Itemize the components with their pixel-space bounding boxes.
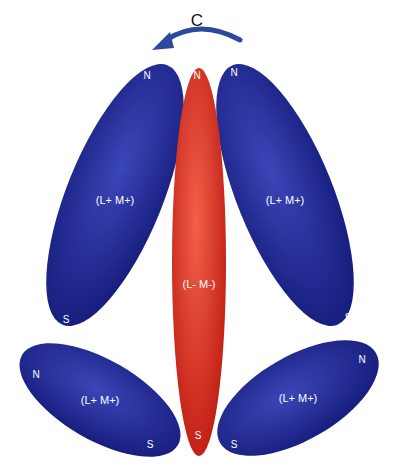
red-ellipse-node: (L- M-) — [170, 65, 228, 459]
ellipse-label: (L+ M+) — [279, 392, 318, 404]
pole-label: N — [230, 68, 237, 78]
pole-label: N — [32, 370, 39, 380]
pole-label: N — [143, 71, 150, 81]
ellipse — [172, 68, 226, 456]
ellipse-label: (L+ M+) — [96, 194, 135, 206]
rotation-label: C — [191, 12, 203, 29]
ellipse-shape — [170, 65, 228, 459]
ellipse — [2, 320, 198, 476]
blue-ellipse-node: (L+ M+) — [205, 45, 365, 345]
ellipse — [188, 47, 382, 343]
ellipse-label: (L- M-) — [183, 278, 216, 290]
blue-ellipse-node: (L+ M+) — [35, 45, 195, 345]
pole-label: S — [231, 440, 238, 450]
pole-label: S — [195, 431, 202, 441]
pole-label: N — [358, 355, 365, 365]
rotation-arrow — [166, 29, 240, 40]
arrow-head — [152, 32, 174, 50]
pole-label: S — [63, 315, 70, 325]
blue-ellipse-node: (L+ M+) — [10, 345, 190, 455]
ellipse-label: (L+ M+) — [81, 394, 120, 406]
pole-label: N — [193, 71, 200, 81]
pole-label: S — [147, 440, 154, 450]
ellipse-label: (L+ M+) — [266, 194, 305, 206]
pole-label: S — [345, 313, 352, 323]
ellipse — [199, 317, 397, 476]
